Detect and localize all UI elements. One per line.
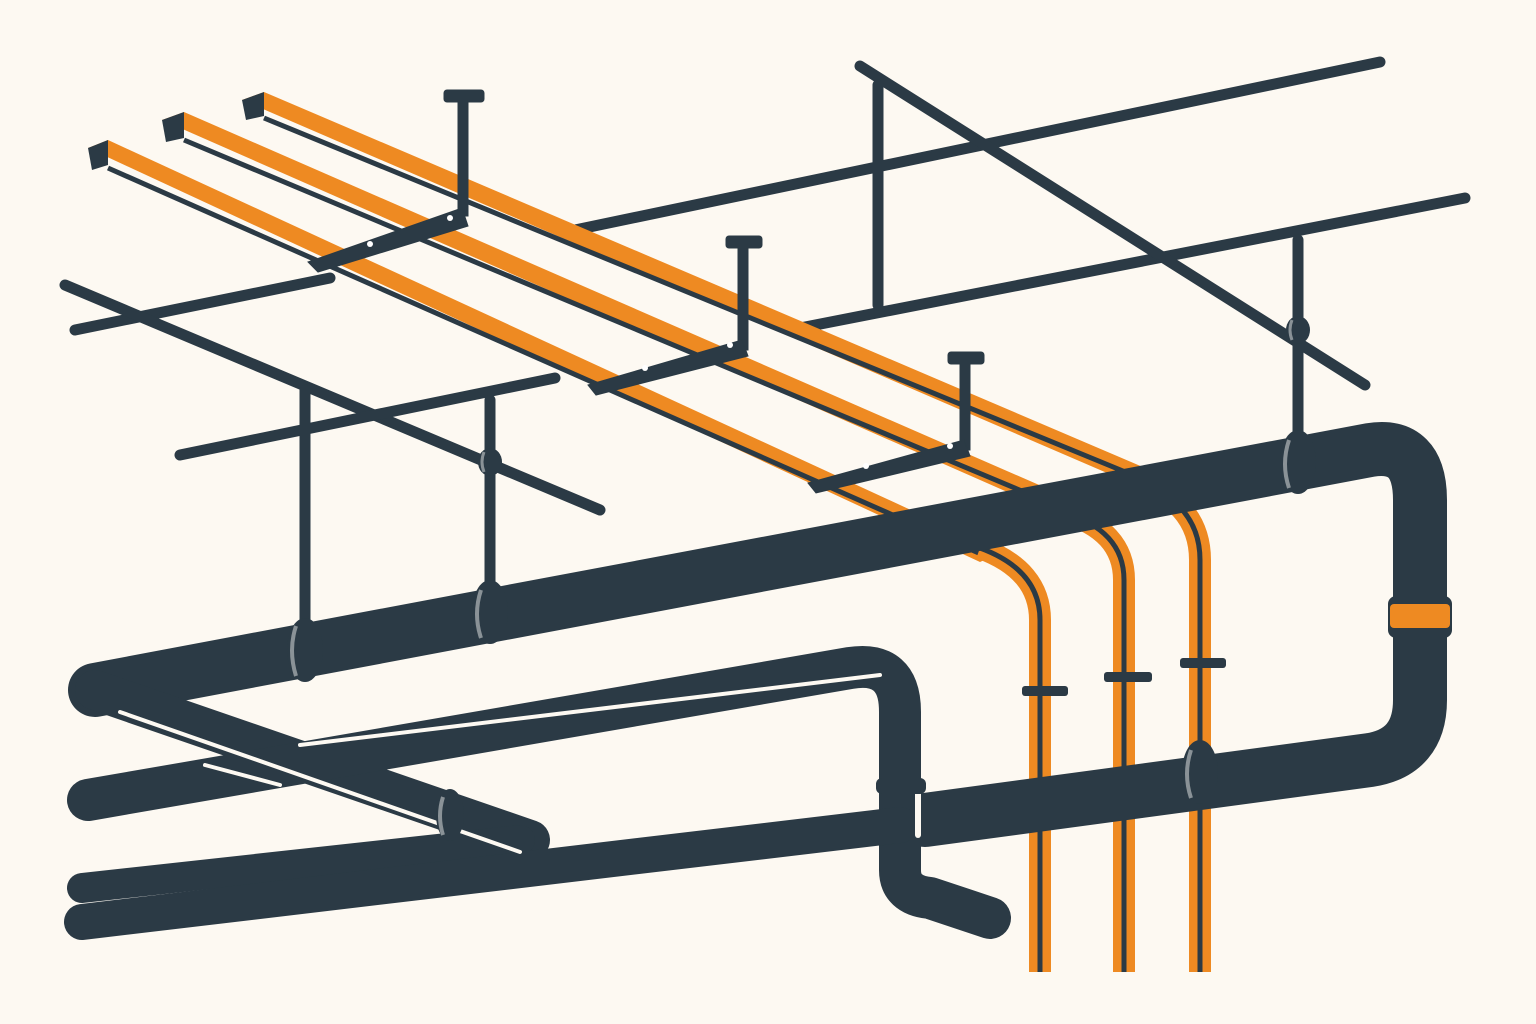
coupling-2	[472, 580, 508, 644]
coupling-downturn	[876, 778, 926, 794]
rod-left-lower	[69, 272, 336, 336]
bracket-3-arm	[807, 439, 971, 494]
bracket-1-arm	[307, 207, 469, 273]
conduit-3-clip	[1180, 658, 1226, 668]
coupling-4	[1182, 740, 1218, 804]
rod-mid-left	[174, 372, 561, 461]
bracket-1-hole-a	[367, 241, 373, 247]
pipe-bottom-long	[64, 807, 918, 940]
rod-right-diagonal	[854, 60, 1371, 391]
pipe-middle-downturn	[67, 646, 1011, 939]
hanger-bracket-1	[307, 89, 485, 273]
cable-tray-2-end	[162, 112, 184, 142]
coupling-3	[1280, 430, 1316, 494]
bracket-1-rod	[457, 95, 469, 217]
cable-tray-3-end	[242, 92, 264, 120]
coupling-1	[287, 618, 323, 682]
pipe-couplings	[287, 316, 1316, 841]
separation-line-3	[203, 763, 282, 787]
bracket-2-hole-a	[642, 365, 648, 371]
bracket-2-rod	[737, 241, 749, 351]
orange-pipe-band	[1388, 596, 1452, 638]
bracket-2-hole-b	[727, 342, 733, 348]
coupling-hanger-small-1	[478, 448, 502, 476]
trapeze-hanger-brackets	[307, 89, 985, 494]
cable-tray-2-edge	[183, 137, 1073, 515]
coupling-hanger-small-2	[1286, 316, 1310, 344]
cable-tray-2	[162, 112, 1085, 516]
conduit-1-core	[979, 545, 1043, 972]
coupling-5	[436, 789, 464, 841]
cable-tray-1-edge	[106, 165, 992, 561]
cable-tray-3	[242, 92, 1150, 482]
orange-cable-trays	[88, 92, 1150, 562]
pipe-lower-short	[67, 825, 535, 903]
bracket-1-hole-b	[447, 215, 453, 221]
hanger-bracket-2	[587, 235, 763, 396]
cable-tray-1	[88, 140, 1002, 562]
cable-tray-1-end	[88, 140, 108, 170]
bracket-3-hole-a	[863, 463, 869, 469]
rod-right-long	[794, 192, 1471, 334]
bracket-3-hole-b	[947, 443, 953, 449]
cable-tray-3-edge	[263, 115, 1141, 481]
bracket-3-rod	[959, 357, 971, 451]
conduit-2-clip	[1104, 672, 1152, 682]
rod-left-diagonal	[59, 279, 606, 516]
separation-line-1	[298, 673, 882, 747]
bracket-2-arm	[587, 339, 749, 396]
hanger-bracket-3	[807, 351, 985, 494]
conduit-1-clip	[1022, 686, 1068, 696]
